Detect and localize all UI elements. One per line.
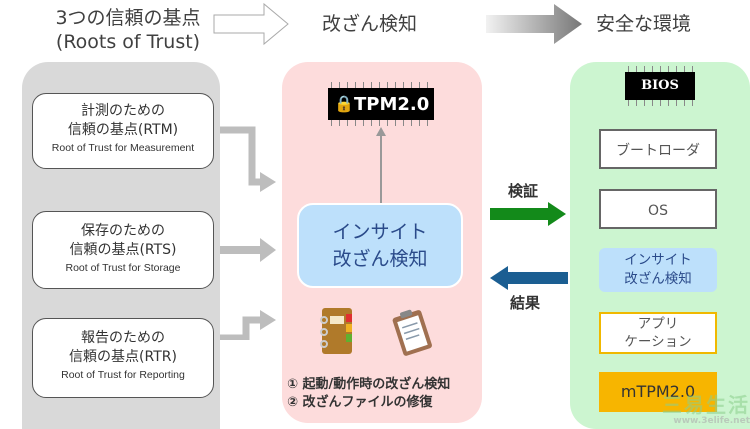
bios-chip: BIOS bbox=[625, 66, 695, 106]
application-line2: ケーション bbox=[624, 334, 692, 350]
mtpm-box: mTPM2.0 bbox=[599, 372, 717, 412]
stage-roots-of-trust-title: 3つの信頼の基点 (Roots of Trust) bbox=[38, 6, 218, 54]
rtm-arrow-head bbox=[260, 172, 276, 192]
rtm-arrow bbox=[220, 126, 262, 186]
bullet-file-repair: ② 改ざんファイルの修復 bbox=[287, 395, 433, 410]
chip-pins-top bbox=[328, 82, 434, 88]
bullet-startup-detection: ① 起動/動作時の改ざん検知 bbox=[287, 377, 451, 392]
rtr-arrow bbox=[220, 316, 262, 340]
insight-detection-box: インサイト 改ざん検知 bbox=[297, 203, 463, 288]
outline-arrow-icon bbox=[213, 2, 289, 46]
verify-label: 検証 bbox=[508, 182, 539, 200]
rtr-box: 報告のための 信頼の基点(RTR) Root of Trust for Repo… bbox=[32, 318, 214, 398]
stage1-line2: (Roots of Trust) bbox=[55, 31, 201, 53]
rtr-jp-line1: 報告のための bbox=[81, 330, 165, 346]
secure-environment-panel bbox=[570, 62, 750, 429]
insight-detection-item: インサイト 改ざん検知 bbox=[599, 248, 717, 292]
tpm-chip-label: TPM2.0 bbox=[354, 94, 430, 115]
watermark-line1: 三易生活 bbox=[662, 393, 750, 417]
detect-line1: インサイト bbox=[332, 221, 428, 243]
rtr-jp-line2: 信頼の基点(RTR) bbox=[69, 349, 177, 365]
lock-icon: 🔒 bbox=[334, 94, 354, 113]
rts-arrow-head bbox=[260, 238, 276, 262]
stage-secure-environment-title: 安全な環境 bbox=[596, 13, 692, 35]
stage-tamper-detection-title: 改ざん検知 bbox=[322, 13, 418, 35]
rtr-arrow-head bbox=[260, 310, 276, 330]
rts-jp-line1: 保存のための bbox=[81, 223, 165, 239]
detect-line2: 改ざん検知 bbox=[332, 248, 428, 270]
bios-chip-body: BIOS bbox=[625, 72, 695, 100]
chip-pins-bottom bbox=[328, 120, 434, 126]
result-label: 結果 bbox=[510, 294, 541, 312]
up-arrow-icon bbox=[376, 127, 386, 204]
verify-arrow-icon bbox=[490, 202, 566, 226]
notebook-icon bbox=[320, 308, 352, 354]
bios-pins-top bbox=[625, 66, 695, 72]
watermark: 三易生活 www.3elife.net bbox=[654, 394, 750, 426]
rtm-box: 計測のための 信頼の基点(RTM) Root of Trust for Meas… bbox=[32, 93, 214, 169]
os-box: OS bbox=[599, 189, 717, 229]
rtm-en: Root of Trust for Measurement bbox=[51, 142, 195, 154]
insight-item-line2: 改ざん検知 bbox=[624, 271, 692, 287]
stage1-line1: 3つの信頼の基点 bbox=[55, 7, 201, 29]
bios-pins-bottom bbox=[625, 100, 695, 106]
rts-box: 保存のための 信頼の基点(RTS) Root of Trust for Stor… bbox=[32, 211, 214, 289]
application-line1: アプリ bbox=[637, 316, 679, 332]
insight-item-line1: インサイト bbox=[624, 252, 692, 268]
rtm-jp-line1: 計測のための bbox=[81, 103, 165, 119]
application-box: アプリ ケーション bbox=[599, 312, 717, 354]
rtr-en: Root of Trust for Reporting bbox=[61, 369, 185, 381]
rts-en: Root of Trust for Storage bbox=[65, 262, 181, 274]
tpm-chip: 🔒 TPM2.0 bbox=[328, 82, 434, 126]
clipboard-icon bbox=[392, 309, 432, 356]
tpm-chip-body: 🔒 TPM2.0 bbox=[328, 88, 434, 120]
watermark-line2: www.3elife.net bbox=[673, 416, 750, 426]
rtm-jp-line2: 信頼の基点(RTM) bbox=[67, 122, 179, 138]
bootloader-box: ブートローダ bbox=[599, 129, 717, 169]
result-arrow-icon bbox=[490, 266, 568, 290]
rot-connector-arrows bbox=[220, 126, 276, 340]
rts-jp-line2: 信頼の基点(RTS) bbox=[69, 242, 177, 258]
gradient-arrow-icon bbox=[486, 4, 582, 44]
